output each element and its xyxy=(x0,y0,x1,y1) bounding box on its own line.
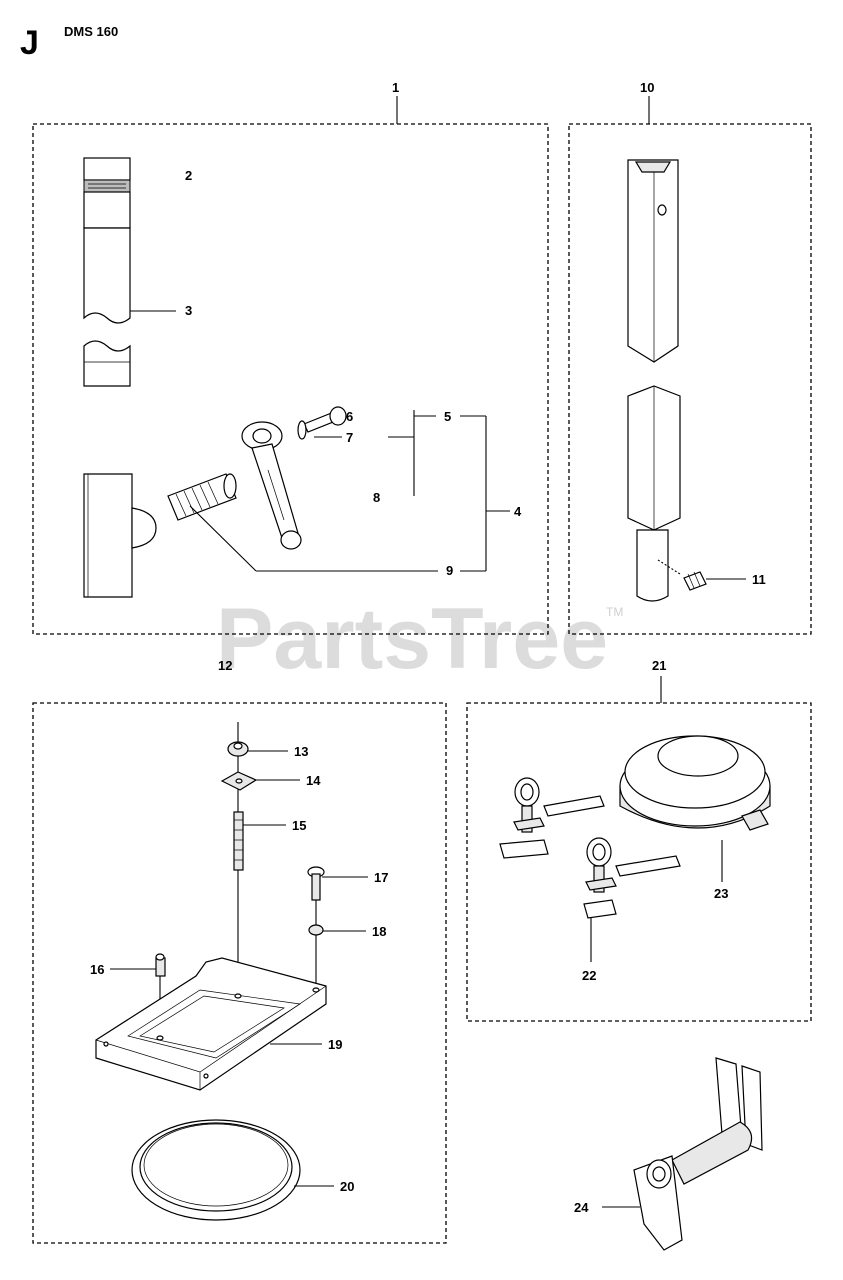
callout-15[interactable]: 15 xyxy=(292,818,306,833)
watermark: PartsTree xyxy=(216,591,608,687)
callout-1[interactable]: 1 xyxy=(392,80,399,95)
callout-23[interactable]: 23 xyxy=(714,886,728,901)
group-1: 1 2 3 xyxy=(32,80,549,635)
callout-5[interactable]: 5 xyxy=(444,409,451,424)
callout-24[interactable]: 24 xyxy=(574,1200,589,1215)
callout-14[interactable]: 14 xyxy=(306,773,321,788)
callout-10[interactable]: 10 xyxy=(640,80,654,95)
part-13-nut[interactable] xyxy=(227,741,249,757)
part-14-plate[interactable] xyxy=(220,771,258,791)
part-11-screw[interactable] xyxy=(683,571,707,591)
group-10: 10 11 xyxy=(568,80,812,635)
part-18-nut[interactable] xyxy=(308,924,324,936)
callout-22[interactable]: 22 xyxy=(582,968,596,983)
part-17-bolt[interactable] xyxy=(307,866,325,901)
part-15-threaded-rod[interactable] xyxy=(233,811,244,871)
part-19-base-plate[interactable] xyxy=(95,957,327,1091)
callout-6[interactable]: 6 xyxy=(346,409,353,424)
callout-21[interactable]: 21 xyxy=(652,658,666,673)
part-8-lever-handle[interactable] xyxy=(241,421,302,550)
callout-17[interactable]: 17 xyxy=(374,870,388,885)
watermark-tm: TM xyxy=(606,605,623,619)
callout-16[interactable]: 16 xyxy=(90,962,104,977)
callout-4[interactable]: 4 xyxy=(514,504,522,519)
group-1-box xyxy=(32,123,549,635)
callout-8[interactable]: 8 xyxy=(373,490,380,505)
part-7-washer[interactable] xyxy=(297,420,307,440)
part-6-screw[interactable] xyxy=(303,406,347,433)
model-name: DMS 160 xyxy=(64,24,118,39)
callout-18[interactable]: 18 xyxy=(372,924,386,939)
part-22-clamp-right[interactable] xyxy=(583,837,681,919)
callout-19[interactable]: 19 xyxy=(328,1037,342,1052)
section-letter: J xyxy=(20,24,39,62)
part-24-fork[interactable] xyxy=(633,1057,763,1251)
part-3-tube[interactable] xyxy=(83,227,131,387)
part-16-grease-nipple[interactable] xyxy=(155,953,166,977)
group-21-box xyxy=(466,702,812,1022)
callout-2[interactable]: 2 xyxy=(185,168,192,183)
callout-20[interactable]: 20 xyxy=(340,1179,354,1194)
group-10-box xyxy=(568,123,812,635)
part-10-column-lower[interactable] xyxy=(627,385,681,602)
callout-11[interactable]: 11 xyxy=(752,572,766,587)
part-9-threaded-stud[interactable] xyxy=(167,473,237,521)
post-with-boss xyxy=(83,473,157,598)
callout-7[interactable]: 7 xyxy=(346,430,353,445)
callout-13[interactable]: 13 xyxy=(294,744,308,759)
part-22-clamp-left[interactable] xyxy=(499,777,605,859)
callout-3[interactable]: 3 xyxy=(185,303,192,318)
group-12: 12 13 14 15 xyxy=(32,658,447,1244)
part-20-belt[interactable] xyxy=(131,1119,301,1221)
callout-9[interactable]: 9 xyxy=(446,563,453,578)
group-21: 21 23 22 xyxy=(466,658,812,1022)
part-23-cover[interactable] xyxy=(619,735,771,831)
group-12-box xyxy=(32,702,447,1244)
callout-12[interactable]: 12 xyxy=(218,658,232,673)
part-10-column-upper[interactable] xyxy=(627,159,679,363)
part-2-cap[interactable] xyxy=(83,157,131,229)
